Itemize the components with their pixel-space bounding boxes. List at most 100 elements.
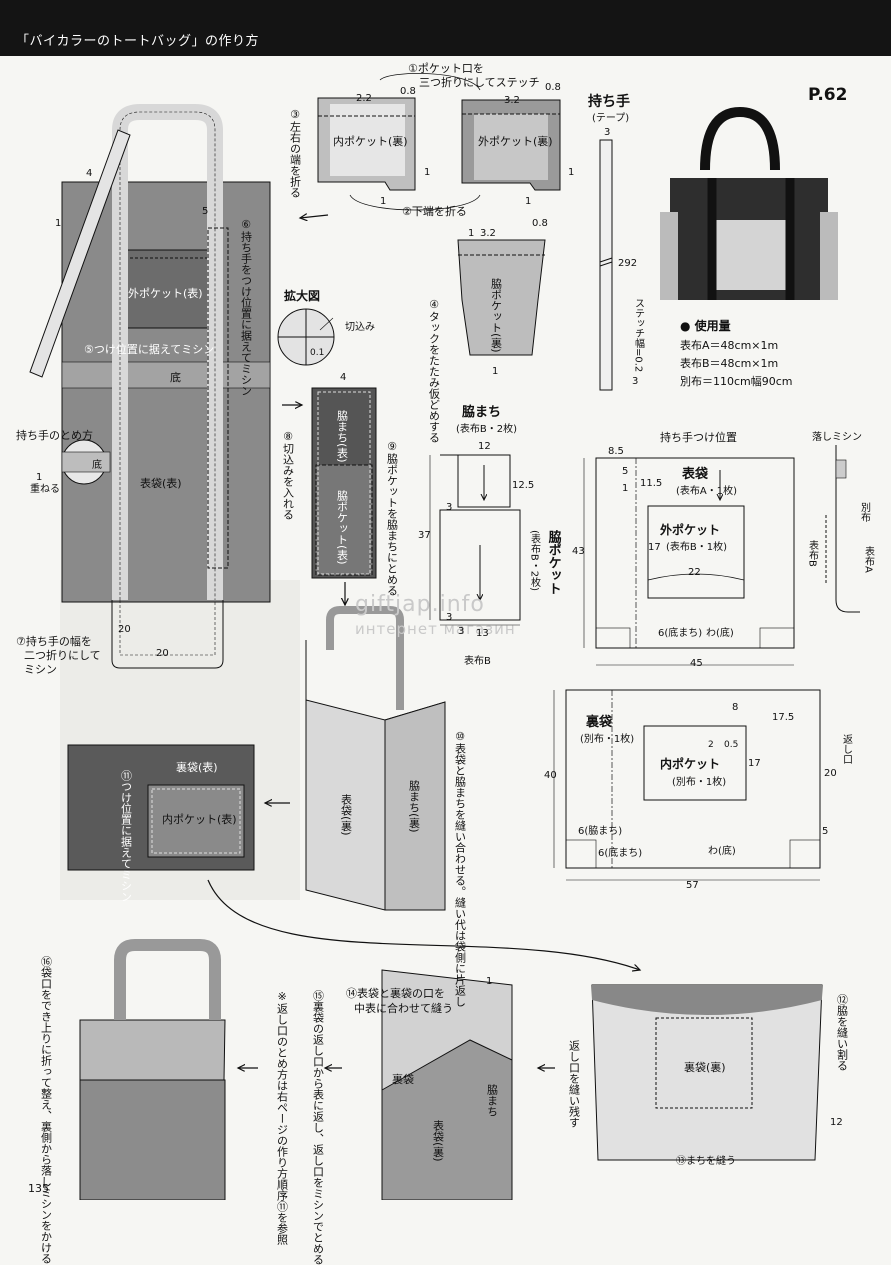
step-14a: ⑭表袋と裏袋の口を <box>346 987 445 1000</box>
side-pocket-title: 脇ポケット <box>545 530 561 595</box>
dim-3-2c: 3.2 <box>480 228 496 239</box>
handle-tape-diagram <box>599 139 613 391</box>
handle-length: 292 <box>618 258 638 269</box>
step-11: ⑪つけ位置に据えてミシン <box>119 770 133 902</box>
step-7c: ミシン <box>24 663 57 676</box>
dim-5: 5 <box>202 206 209 217</box>
side-gusset-dim: 6(脇まち) <box>578 826 623 837</box>
handle-title: 持ち手 <box>588 94 630 110</box>
dim-u17: 17 <box>748 758 761 769</box>
dim-u57: 57 <box>686 880 699 891</box>
label-overlap: 重ねる <box>30 484 60 495</box>
dim-1b: 1 <box>380 196 387 207</box>
step-4: ④タックをたたみ仮どめする <box>427 298 441 443</box>
outer-pocket-title: 外ポケット <box>660 523 721 537</box>
dim-1h: 1 <box>36 472 43 483</box>
dim-o11-5: 11.5 <box>640 478 663 489</box>
dim-w37: 37 <box>418 530 431 541</box>
inner-pocket-diagram <box>317 97 416 191</box>
dim-1c: 1 <box>568 167 575 178</box>
dim-u17-5: 17.5 <box>772 712 795 723</box>
fabric-b: 表布B <box>806 540 818 567</box>
fold-bottom: わ(底) <box>706 628 734 639</box>
dim-u20: 20 <box>824 768 837 779</box>
dim-1d: 1 <box>525 196 532 207</box>
pattern-page: P.62 <box>808 85 848 105</box>
label-bottom: 底 <box>170 371 181 384</box>
step-1b: 三つ折りにしてステッチ <box>419 76 540 89</box>
label-outer-bag-back: 表袋(裏) <box>339 794 353 836</box>
fold-bottom-2: わ(底) <box>708 846 736 857</box>
dim-o45: 45 <box>690 658 703 669</box>
return-opening: 返し口 <box>840 734 852 764</box>
label-outer-bag-front: 表袋(表) <box>140 477 182 490</box>
label-side-gusset-front: 脇まち(表) <box>335 410 349 463</box>
outer-pocket-diagram <box>461 99 561 191</box>
front-panel-diagram <box>29 104 271 669</box>
dim-w3c: 3 <box>458 626 465 637</box>
step-15: ⑮裏袋の返し口から表に返し、返し口をミシンでとめる <box>311 990 325 1265</box>
label-enlarged-view: 拡大図 <box>284 289 321 303</box>
label-notch: 切込み <box>345 322 375 333</box>
usage-line-2: 表布B＝48cm×1m <box>680 357 779 370</box>
lining-sewn <box>591 984 823 1161</box>
watermark-sub: интернет магазин <box>355 620 516 638</box>
side-pocket-diagram <box>457 239 546 356</box>
dim-u2: 2 <box>708 740 714 750</box>
step-15-note: ※返し口のとめ方は右ページの作り方順序⑪を参照 <box>275 990 289 1245</box>
stitch-width: ステッチ幅=0.2 <box>632 298 644 373</box>
side-gusset-pattern <box>429 454 521 626</box>
dim-o22: 22 <box>688 567 701 578</box>
step-2: ②下端を折る <box>402 205 467 218</box>
dim-1a: 1 <box>424 167 431 178</box>
label-inner-pocket-front: 内ポケット(表) <box>162 813 237 826</box>
dim-4: 4 <box>86 168 93 179</box>
label-side-gusset: 脇まち <box>485 1084 499 1117</box>
zoom-detail <box>277 308 335 366</box>
lining-with-pocket <box>67 744 255 871</box>
dim-0-1: 0.1 <box>310 348 325 358</box>
finished-bag <box>79 939 226 1200</box>
lining-subtitle: (別布・1枚) <box>580 734 635 745</box>
usage-title: ● 使用量 <box>680 319 731 333</box>
step-9: ⑨脇ポケットを脇まちにとめる <box>385 440 399 596</box>
dim-o5: 5 <box>622 466 629 477</box>
step-7b: 二つ折りにして <box>24 649 101 662</box>
label-outer-pocket-back: 外ポケット(裏) <box>478 135 553 148</box>
step-8: ⑧切込みを入れる <box>281 430 295 520</box>
bottom-gusset: 6(底まち) <box>658 628 703 639</box>
dim-0-8c: 0.8 <box>532 218 548 229</box>
dim-c12: 12 <box>830 1117 843 1128</box>
label-lining-back: 裏袋(裏) <box>684 1061 726 1074</box>
page-title: 「バイカラーのトートバッグ」の作り方 <box>16 34 260 49</box>
diagram-canvas <box>29 73 860 1200</box>
label-outer-pocket-front: 外ポケット(表) <box>128 287 203 300</box>
handle-position: 持ち手つけ位置 <box>660 431 737 444</box>
dim-2-2: 2.2 <box>356 93 372 104</box>
label-outer-bag: 表袋(裏) <box>431 1120 445 1162</box>
label-lining-front: 裏袋(表) <box>176 761 218 774</box>
bags-joined <box>381 969 513 1200</box>
dim-w3b: 3 <box>446 612 453 623</box>
handle-width: 3 <box>604 127 611 138</box>
stitch-n: 3 <box>632 376 639 387</box>
inner-pocket-subtitle: (別布・1枚) <box>672 777 727 788</box>
side-gusset-diagram <box>311 387 377 579</box>
step-5: ⑤つけ位置に据えてミシン <box>84 343 215 356</box>
dim-w13: 13 <box>476 628 489 639</box>
leave-opening: 返し口を縫い残す <box>567 1040 581 1128</box>
step-16: ⑯袋口をでき上りに折って整え、裏側から落しミシンをかける <box>39 956 53 1264</box>
usage-line-3: 別布＝110cm幅90cm <box>680 375 793 388</box>
fabric-b-label: 表布B <box>464 656 491 667</box>
header-bar: 「バイカラーのトートバッグ」の作り方 <box>0 0 891 56</box>
label-side-gusset-back: 脇まち(裏) <box>407 780 421 833</box>
fabric-a: 表布A <box>862 546 874 573</box>
outer-bag-title: 表袋 <box>682 467 709 482</box>
dim-u40: 40 <box>544 770 557 781</box>
dim-o1: 1 <box>622 483 629 494</box>
bag-photo <box>660 106 838 300</box>
dim-20a: 20 <box>118 624 131 635</box>
dim-u0-5: 0.5 <box>724 740 739 750</box>
dim-u8: 8 <box>732 702 739 713</box>
label-bottom-small: 底 <box>92 460 102 471</box>
